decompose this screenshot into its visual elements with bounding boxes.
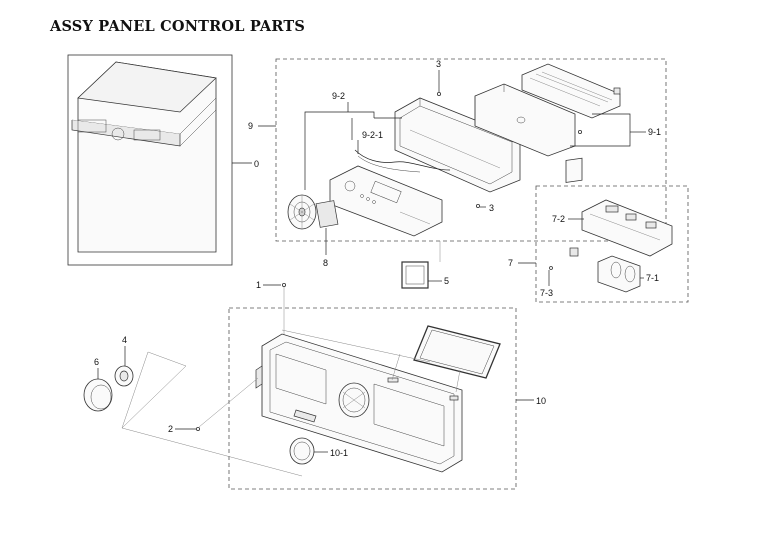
callout-8: 8 [323, 258, 328, 268]
connector-part[interactable] [565, 157, 583, 257]
callout-2: 2 [168, 424, 173, 434]
callout-7-2: 7-2 [552, 214, 565, 224]
callout-9-2-1: 9-2-1 [362, 130, 383, 140]
knob-shaft-part[interactable] [114, 365, 134, 387]
pcb-module-part[interactable] [597, 255, 641, 293]
screw-part-3[interactable] [578, 129, 583, 134]
callout-7: 7 [508, 258, 513, 268]
callout-9: 9 [248, 121, 253, 131]
knob-cap-part[interactable] [83, 378, 113, 412]
callout-9-2: 9-2 [332, 91, 345, 101]
callout-10-1: 10-1 [330, 448, 348, 458]
callout-1: 1 [256, 280, 261, 290]
frame-screw-part[interactable] [195, 426, 200, 431]
callout-7-1: 7-1 [646, 273, 659, 283]
display-label-sheet [521, 63, 621, 119]
panel-screw-part[interactable] [281, 282, 286, 287]
panel-knob-ring-part[interactable] [338, 382, 370, 418]
assembly-10-boundary [228, 307, 517, 490]
assembly-7-boundary [535, 185, 689, 303]
panel-display-window-part[interactable] [413, 325, 501, 379]
wire-harness-part[interactable] [354, 149, 451, 171]
assembly-9-boundary [275, 58, 667, 242]
screw-part[interactable] [436, 92, 441, 97]
washer-cabinet-part[interactable] [67, 54, 233, 266]
callout-4: 4 [122, 335, 127, 345]
sub-pcb-housing-part[interactable] [581, 199, 673, 257]
callout-3-bottom: 3 [489, 203, 494, 213]
small-screw-part[interactable] [549, 266, 553, 270]
callout-0: 0 [254, 159, 259, 169]
display-window-part[interactable] [401, 261, 429, 289]
pcb-board-part[interactable] [329, 165, 443, 237]
page-title: ASSY PANEL CONTROL PARTS [50, 18, 306, 35]
rotary-encoder-part[interactable] [287, 194, 339, 230]
callout-9-1: 9-1 [648, 127, 661, 137]
callout-7-3: 7-3 [540, 288, 553, 298]
screw-part-2[interactable] [475, 203, 480, 208]
callout-10: 10 [536, 396, 546, 406]
knob-ring-part[interactable] [289, 437, 315, 465]
callout-3-top: 3 [436, 59, 441, 69]
callout-6: 6 [94, 357, 99, 367]
callout-5: 5 [444, 276, 449, 286]
